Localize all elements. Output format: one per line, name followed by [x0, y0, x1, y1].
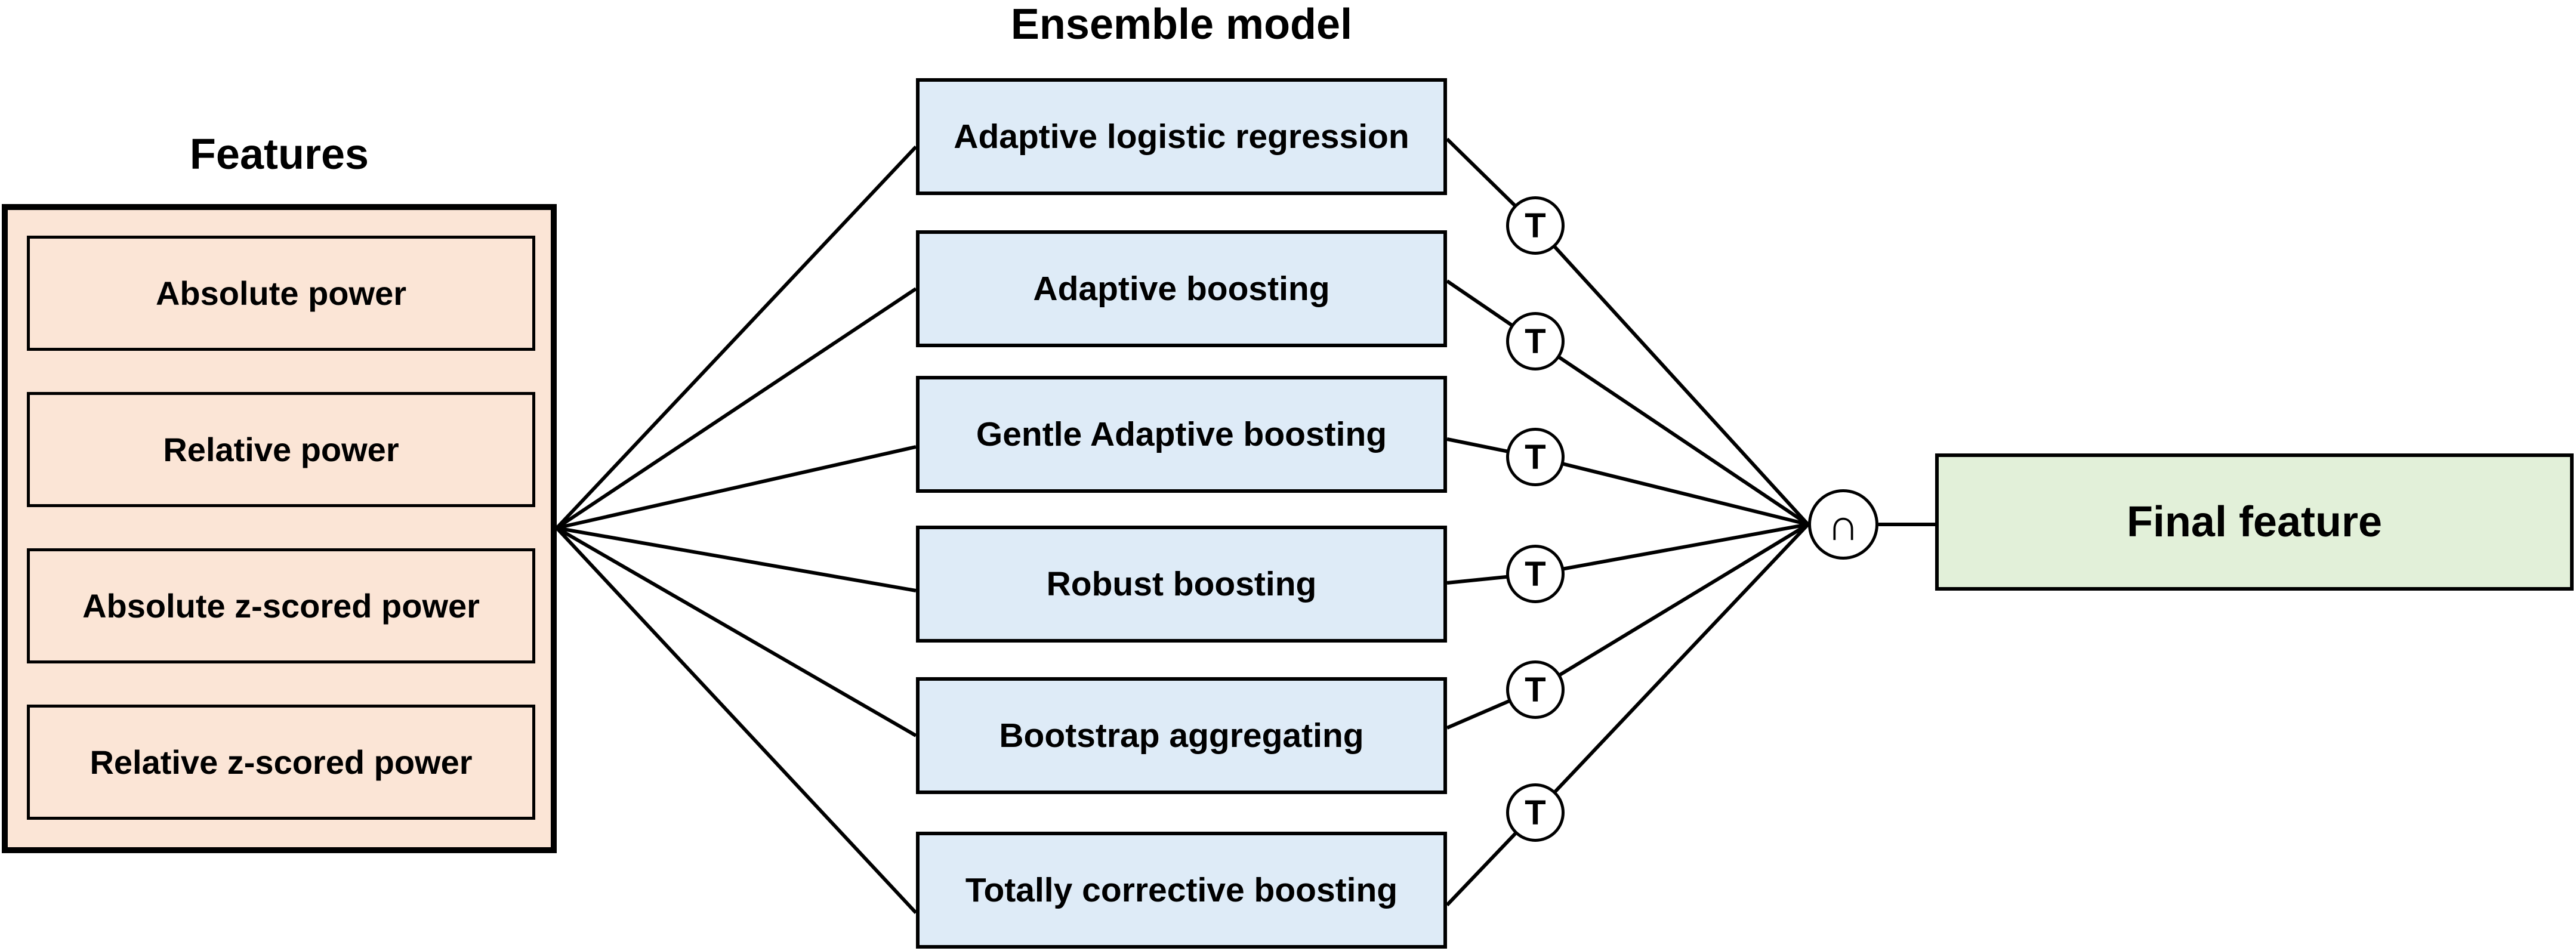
ensemble-heading: Ensemble model	[1010, 1, 1353, 48]
connector-features-to-model-4	[556, 526, 917, 592]
threshold-node: T	[1506, 312, 1565, 370]
model-box: Bootstrap aggregating	[916, 677, 1447, 794]
final-feature-box: Final feature	[1935, 453, 2574, 591]
connector-features-to-model-5	[556, 526, 917, 737]
threshold-node: T	[1506, 196, 1565, 255]
connector-threshold-2-to-intersection	[1534, 339, 1809, 526]
connector-features-to-model-1	[555, 145, 918, 530]
feature-box: Relative z-scored power	[27, 705, 535, 820]
connector-features-to-model-6	[555, 526, 918, 915]
threshold-node: T	[1506, 545, 1565, 603]
connector-features-to-model-3	[556, 445, 917, 530]
feature-box: Absolute z-scored power	[27, 548, 535, 663]
features-heading: Features	[189, 131, 369, 178]
connector-threshold-6-to-intersection	[1534, 523, 1810, 814]
threshold-node: T	[1506, 783, 1565, 842]
model-box: Adaptive logistic regression	[916, 78, 1447, 195]
model-box: Totally corrective boosting	[916, 832, 1447, 949]
connector-features-to-model-2	[556, 287, 917, 530]
model-box: Adaptive boosting	[916, 230, 1447, 347]
intersection-node: ∩	[1808, 489, 1878, 560]
connector-threshold-3-to-intersection	[1535, 455, 1809, 526]
connector-threshold-1-to-intersection	[1534, 224, 1810, 526]
connector-threshold-5-to-intersection	[1534, 523, 1809, 691]
model-box: Gentle Adaptive boosting	[916, 376, 1447, 493]
feature-box: Absolute power	[27, 236, 535, 351]
threshold-node: T	[1506, 428, 1565, 486]
feature-box: Relative power	[27, 392, 535, 507]
threshold-node: T	[1506, 660, 1565, 719]
model-box: Robust boosting	[916, 526, 1447, 643]
connector-threshold-4-to-intersection	[1535, 523, 1809, 576]
